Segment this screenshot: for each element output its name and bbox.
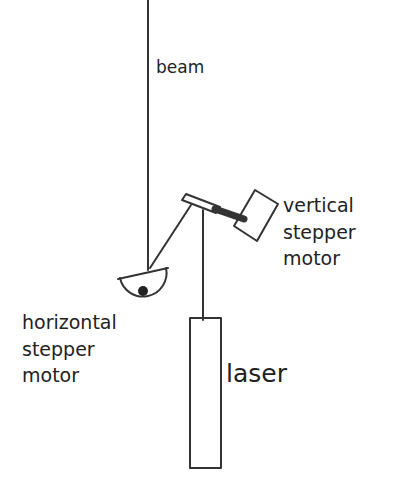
part-label: beam — [156, 56, 204, 80]
horizontal-motor-body — [120, 268, 167, 297]
horizontal-motor-flat — [118, 268, 168, 279]
part-label: laser — [226, 356, 287, 391]
part-label: vertical stepper motor — [283, 192, 356, 272]
part-label: horizontal stepper motor — [22, 309, 117, 389]
laser-beam — [202, 210, 204, 320]
laser-body — [190, 318, 221, 468]
vertical-motor-body — [234, 190, 278, 241]
horizontal-motor-dot — [138, 286, 148, 296]
reflected-beam — [150, 205, 191, 268]
beam-line — [147, 0, 149, 270]
